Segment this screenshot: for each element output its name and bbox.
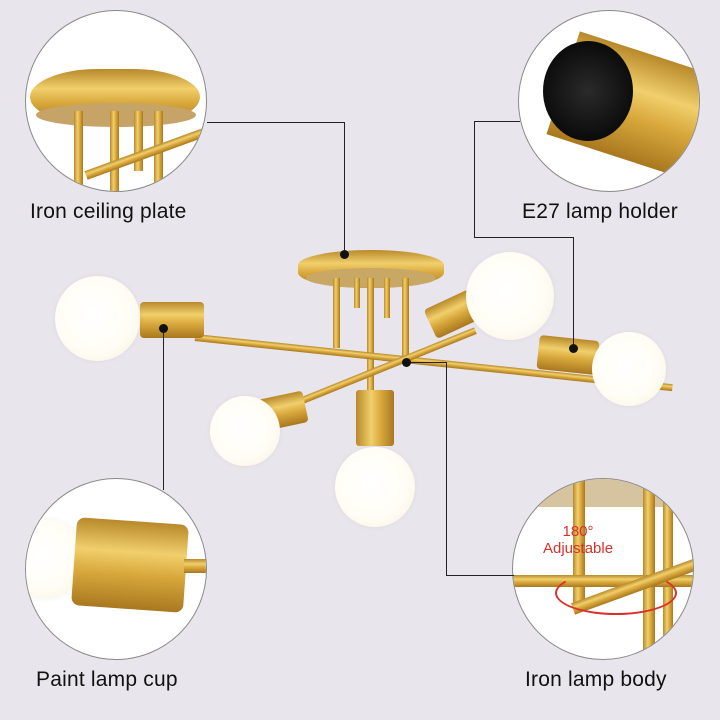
- stem: [367, 278, 374, 408]
- lamp-body-label: Iron lamp body: [525, 668, 667, 691]
- callout-line: [207, 122, 345, 123]
- stem-zoom: [643, 479, 655, 659]
- ceiling-plate-detail-circle: [25, 10, 207, 192]
- lamp-cup: [356, 390, 394, 446]
- lamp-cup: [140, 302, 204, 338]
- light-bulb: [335, 447, 415, 527]
- light-bulb: [592, 332, 666, 406]
- callout-line: [406, 362, 447, 363]
- arm-zoom: [184, 559, 206, 573]
- callout-line: [573, 237, 574, 347]
- callout-line: [474, 237, 574, 238]
- arm-zoom: [84, 123, 206, 180]
- lamp-cup-label: Paint lamp cup: [36, 668, 178, 691]
- callout-line: [163, 328, 164, 490]
- stem: [384, 278, 390, 318]
- lamp-cup-zoom: [71, 517, 189, 613]
- lamp-body-detail-circle: 180° Adjustable: [512, 478, 694, 660]
- lamp-cup: [536, 334, 600, 376]
- lamp-cup-detail-circle: [25, 478, 207, 660]
- callout-line: [446, 575, 514, 576]
- stem-zoom: [110, 111, 119, 191]
- adjustable-text: Adjustable: [543, 540, 614, 557]
- light-bulb: [466, 252, 554, 340]
- callout-dot: [159, 324, 168, 333]
- stem: [354, 278, 360, 308]
- lamp-holder-socket: [543, 41, 633, 141]
- angle-text: 180°: [562, 523, 594, 540]
- stem-zoom: [74, 111, 83, 191]
- callout-dot: [340, 250, 349, 259]
- light-bulb: [55, 276, 140, 361]
- stem-zoom: [134, 111, 143, 171]
- stem: [333, 278, 340, 348]
- stem: [402, 278, 409, 358]
- ceiling-plate-label: Iron ceiling plate: [30, 200, 187, 223]
- light-bulb: [210, 396, 280, 466]
- callout-line: [474, 121, 520, 122]
- callout-line: [474, 121, 475, 237]
- callout-line: [446, 362, 447, 576]
- callout-dot: [569, 344, 578, 353]
- rotation-arrow-icon: [555, 571, 677, 615]
- adjustable-annotation: 180° Adjustable: [543, 523, 613, 557]
- callout-line: [344, 122, 345, 254]
- callout-dot: [402, 358, 411, 367]
- lamp-holder-detail-circle: [518, 10, 700, 192]
- lamp-holder-label: E27 lamp holder: [522, 200, 678, 223]
